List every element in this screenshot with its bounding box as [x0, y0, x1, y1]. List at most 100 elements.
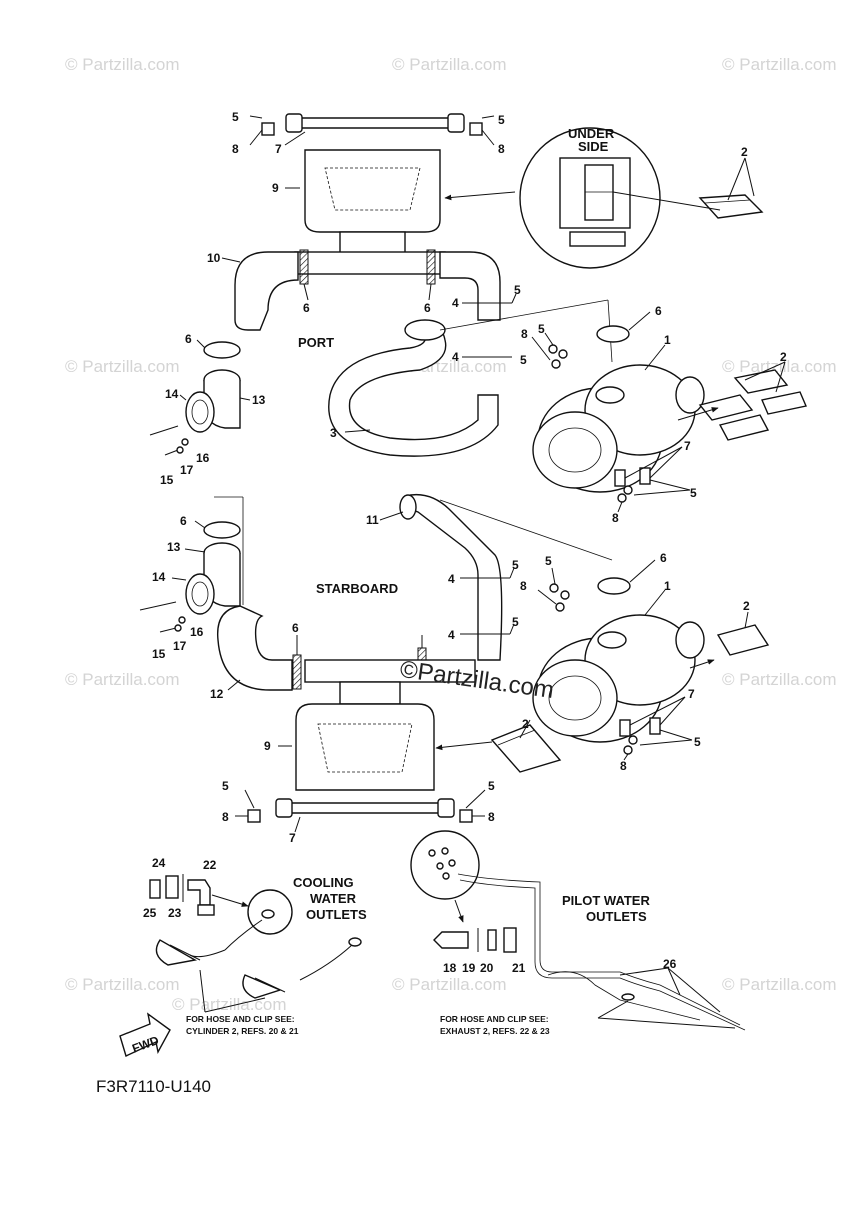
hose-end — [404, 319, 446, 341]
strap-end — [447, 113, 465, 133]
note: EXHAUST 2, REFS. 22 & 23 — [440, 1026, 550, 1036]
clamp-part — [292, 654, 302, 690]
hose-part — [439, 251, 501, 321]
callout: 5 — [498, 113, 505, 127]
fitting-detail — [436, 862, 444, 870]
callout: 15 — [152, 647, 166, 661]
callout: 16 — [190, 625, 204, 639]
washer-part — [181, 438, 189, 446]
clamp-part — [203, 521, 241, 539]
port-label: PORT — [298, 335, 334, 350]
callout: 5 — [512, 558, 519, 572]
callout: 6 — [303, 301, 310, 315]
fitting-detail — [348, 937, 362, 947]
arrow — [689, 659, 715, 669]
callout: 2 — [780, 350, 787, 364]
callout: 18 — [443, 961, 457, 975]
callout: 24 — [152, 856, 166, 870]
callout: 8 — [620, 759, 627, 773]
callout: 10 — [207, 251, 221, 265]
nut-part — [558, 349, 568, 359]
callout: 2 — [522, 717, 529, 731]
hose-part — [216, 605, 293, 691]
watermark: © Partzilla.com — [65, 357, 180, 376]
note: FOR HOSE AND CLIP SEE: — [186, 1014, 295, 1024]
callout: 2 — [741, 145, 748, 159]
callout: 5 — [232, 110, 239, 124]
silencer-tube — [294, 251, 446, 275]
watermark: © Partzilla.com — [722, 670, 837, 689]
pilot-label: PILOT WATER — [562, 893, 650, 908]
callout: 7 — [289, 831, 296, 845]
nut-part — [261, 122, 275, 136]
watermark-layer: © Partzilla.com © Partzilla.com © Partzi… — [65, 55, 837, 1014]
watermark: © Partzilla.com — [722, 55, 837, 74]
nut-part — [628, 735, 638, 745]
detail-circle — [410, 830, 480, 900]
callout: 9 — [272, 181, 279, 195]
bracket-part — [614, 469, 626, 487]
pad-part — [718, 414, 770, 441]
callout: 6 — [292, 621, 299, 635]
callout: 8 — [488, 810, 495, 824]
starboard-assembly: STARBOARD 6 13 14 15 16 17 11 — [139, 493, 770, 845]
nut-part — [548, 344, 558, 354]
callout: 1 — [664, 579, 671, 593]
underside-strap — [569, 231, 626, 247]
pad-part — [716, 624, 770, 656]
callout: 22 — [203, 858, 217, 872]
silencer-neck — [339, 231, 406, 255]
callout: 8 — [232, 142, 239, 156]
note: CYLINDER 2, REFS. 20 & 21 — [186, 1026, 299, 1036]
callout: 5 — [694, 735, 701, 749]
washer-part — [487, 929, 497, 951]
cooling-label: WATER — [310, 891, 357, 906]
callout: 8 — [520, 579, 527, 593]
nozzle-part — [149, 879, 161, 899]
clamp-part — [597, 577, 631, 595]
callout: 8 — [521, 327, 528, 341]
silencer-box — [295, 703, 435, 791]
callout: 16 — [196, 451, 210, 465]
callout: 4 — [448, 628, 455, 642]
note: FOR HOSE AND CLIP SEE: — [440, 1014, 549, 1024]
air-box-outlet — [675, 621, 705, 659]
callout: 7 — [688, 687, 695, 701]
watermark: © Partzilla.com — [722, 975, 837, 994]
fitting-detail — [448, 859, 456, 867]
callout: 17 — [173, 639, 187, 653]
callout: 17 — [180, 463, 194, 477]
callout: 5 — [488, 779, 495, 793]
strap-end — [285, 113, 303, 133]
fitting-detail — [428, 849, 436, 857]
watermark: © Partzilla.com — [722, 357, 837, 376]
callout: 8 — [612, 511, 619, 525]
watermark: © Partzilla.com — [65, 975, 180, 994]
callout: 6 — [660, 551, 667, 565]
underside-label: SIDE — [578, 139, 609, 154]
strap-end — [437, 798, 455, 818]
callout: 4 — [448, 572, 455, 586]
outlet-screen — [185, 391, 215, 433]
port-assembly: 5 8 7 5 8 9 UNDER SIDE 2 10 — [149, 110, 807, 525]
nut-part — [247, 809, 261, 823]
underside-label: UNDER — [568, 126, 615, 141]
callout: 7 — [275, 142, 282, 156]
silencer-box — [304, 149, 441, 233]
pad-part — [698, 194, 764, 219]
callout: 25 — [143, 906, 157, 920]
fitting-detail — [441, 847, 449, 855]
callout: 15 — [160, 473, 174, 487]
callout: 6 — [424, 301, 431, 315]
center-watermark: ©Partzilla.com — [398, 656, 555, 704]
air-box-outlet — [675, 376, 705, 414]
bracket-part — [619, 719, 631, 737]
bracket-part — [649, 717, 661, 735]
callout: 1 — [664, 333, 671, 347]
strap-end — [275, 798, 293, 818]
callout: 14 — [165, 387, 179, 401]
pilot-label: OUTLETS — [586, 909, 647, 924]
air-box-face — [532, 411, 618, 489]
callout: 6 — [185, 332, 192, 346]
